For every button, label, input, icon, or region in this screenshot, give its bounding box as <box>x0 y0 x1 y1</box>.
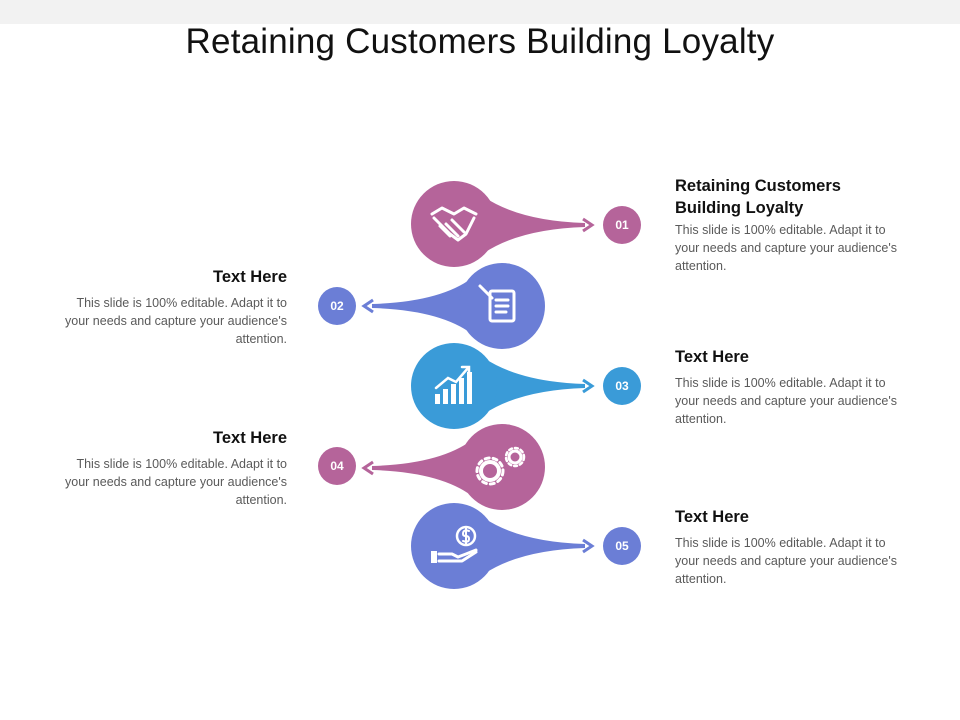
step-01: 01 <box>411 181 641 267</box>
step-02-arrow <box>361 298 374 314</box>
top-bar <box>0 0 960 24</box>
step-02-number-badge <box>318 287 356 325</box>
money-hand-icon <box>431 525 478 563</box>
step-01-heading: Retaining Customers Building Loyalty <box>675 177 841 217</box>
handshake-icon <box>430 206 478 242</box>
step-01-arrow <box>582 217 595 233</box>
step-05-pointer <box>484 518 585 574</box>
step-01-number-badge <box>603 206 641 244</box>
step-03-body: This slide is 100% editable. Adapt it to… <box>675 376 897 426</box>
step-04-number-badge <box>318 447 356 485</box>
step-03-number: 03 <box>615 379 629 393</box>
step-05-number-badge <box>603 527 641 565</box>
step-03-pointer <box>484 358 585 414</box>
step-03: 03 <box>411 343 641 429</box>
step-05-body: This slide is 100% editable. Adapt it to… <box>675 536 897 586</box>
step-05-arrow <box>582 538 595 554</box>
step-04: 04 <box>318 424 545 510</box>
growth-chart-icon <box>434 365 472 404</box>
step-02-pointer <box>372 278 472 334</box>
step-03-number-badge <box>603 367 641 405</box>
step-01-body: This slide is 100% editable. Adapt it to… <box>675 223 897 273</box>
step-01-number: 01 <box>615 218 629 232</box>
step-04-number: 04 <box>330 459 344 473</box>
step-05-heading: Text Here <box>675 508 749 526</box>
step-04-body: This slide is 100% editable. Adapt it to… <box>65 457 287 507</box>
gears-icon <box>475 446 526 486</box>
step-05-text: Text Here This slide is 100% editable. A… <box>675 506 900 588</box>
slide-title: Retaining Customers Building Loyalty <box>185 22 775 61</box>
step-04-heading: Text Here <box>213 429 287 447</box>
step-04-text: Text Here This slide is 100% editable. A… <box>60 427 287 509</box>
step-05-number: 05 <box>615 539 629 553</box>
step-02-number: 02 <box>330 299 344 313</box>
step-03-text: Text Here This slide is 100% editable. A… <box>675 346 900 428</box>
step-03-heading: Text Here <box>675 348 749 366</box>
step-02-body: This slide is 100% editable. Adapt it to… <box>65 296 287 346</box>
step-01-pointer <box>484 197 585 253</box>
step-05-circle <box>411 503 497 589</box>
step-01-text: Retaining Customers Building Loyalty Thi… <box>675 175 900 275</box>
step-05: 05 <box>411 503 641 589</box>
step-02-text: Text Here This slide is 100% editable. A… <box>60 266 287 348</box>
step-02-heading: Text Here <box>213 268 287 286</box>
step-04-pointer <box>372 440 472 496</box>
step-03-arrow <box>582 378 595 394</box>
notepad-icon <box>478 284 516 323</box>
step-02: 02 <box>318 263 545 349</box>
step-04-arrow <box>361 460 374 476</box>
